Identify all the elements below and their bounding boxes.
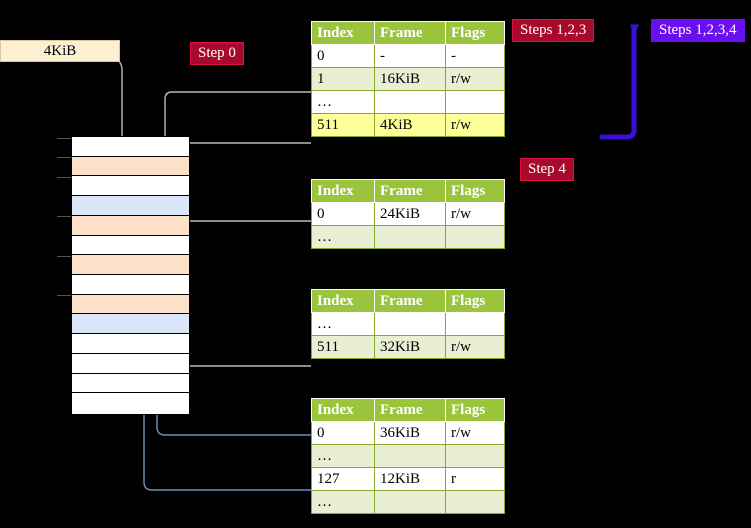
table-row[interactable]: 0-- [311, 44, 505, 68]
memory-slot [72, 334, 189, 354]
connector-pd-511-up [177, 314, 311, 367]
cell-index: 511 [311, 113, 375, 137]
cell-index: 0 [311, 421, 375, 445]
cell-frame [374, 444, 446, 468]
column-header-frame: Frame [374, 398, 446, 422]
cell-index: … [311, 312, 375, 336]
memory-tick [57, 295, 71, 297]
badge-step-0: Step 0 [190, 42, 244, 65]
cell-flags: r/w [445, 67, 505, 91]
cell-flags [445, 444, 505, 468]
cell-index: 511 [311, 335, 375, 359]
badge-steps-123: Steps 1,2,3 [512, 19, 595, 42]
memory-slot [72, 294, 189, 315]
cell-frame: 32KiB [374, 335, 446, 359]
table-row[interactable]: … [311, 225, 505, 249]
memory-tick [57, 157, 71, 159]
column-header-flags: Flags [445, 21, 505, 45]
memory-slot [72, 176, 189, 197]
badge-step-4: Step 4 [520, 158, 574, 181]
badge-steps-1234: Steps 1,2,3,4 [651, 19, 745, 42]
column-header-frame: Frame [374, 289, 446, 313]
cell-frame: 12KiB [374, 467, 446, 491]
cell-index: 0 [311, 202, 375, 226]
column-header-flags: Flags [445, 179, 505, 203]
table-row[interactable]: … [311, 444, 505, 468]
memory-slot [72, 393, 189, 413]
cell-flags: r/w [445, 335, 505, 359]
cell-frame: 4KiB [374, 113, 446, 137]
cell-flags [445, 225, 505, 249]
column-header-index: Index [311, 398, 375, 422]
cell-index: 0 [311, 44, 375, 68]
cell-frame: 24KiB [374, 202, 446, 226]
memory-tick [57, 137, 71, 139]
memory-slot [72, 235, 189, 256]
steps-bracket-arrow [599, 24, 639, 140]
memory-tick [57, 176, 71, 178]
column-header-flags: Flags [445, 398, 505, 422]
cell-flags: r [445, 467, 505, 491]
column-header-flags: Flags [445, 289, 505, 313]
column-header-index: Index [311, 289, 375, 313]
cell-flags: r/w [445, 113, 505, 137]
cell-frame: 36KiB [374, 421, 446, 445]
memory-slot [72, 275, 189, 295]
memory-tick [57, 216, 71, 218]
cell-flags [445, 490, 505, 514]
cell-frame [374, 490, 446, 514]
cell-frame [374, 312, 446, 336]
cell-index: … [311, 490, 375, 514]
cell-index: … [311, 444, 375, 468]
cell-flags: r/w [445, 202, 505, 226]
memory-slot [72, 353, 189, 374]
memory-slot [72, 156, 189, 177]
page-size-label: 4KiB [0, 40, 120, 62]
cell-frame: - [374, 44, 446, 68]
table-row[interactable]: … [311, 312, 505, 336]
cell-frame: 16KiB [374, 67, 446, 91]
memory-slot [72, 215, 189, 236]
cell-frame [374, 90, 446, 114]
cell-flags [445, 312, 505, 336]
cell-index: … [311, 225, 375, 249]
table-row[interactable]: … [311, 490, 505, 514]
cell-index: … [311, 90, 375, 114]
cell-index: 127 [311, 467, 375, 491]
cell-frame [374, 225, 446, 249]
table-row[interactable]: … [311, 90, 505, 114]
physical-memory-column [71, 136, 190, 415]
column-header-frame: Frame [374, 21, 446, 45]
column-header-index: Index [311, 179, 375, 203]
memory-slot [72, 137, 189, 157]
cell-flags: r/w [445, 421, 505, 445]
cell-flags [445, 90, 505, 114]
memory-slot [72, 314, 189, 335]
memory-slot [72, 255, 189, 275]
memory-slot [72, 373, 189, 394]
cell-flags: - [445, 44, 505, 68]
memory-slot [72, 196, 189, 216]
column-header-index: Index [311, 21, 375, 45]
memory-tick [57, 255, 71, 257]
column-header-frame: Frame [374, 179, 446, 203]
cell-index: 1 [311, 67, 375, 91]
